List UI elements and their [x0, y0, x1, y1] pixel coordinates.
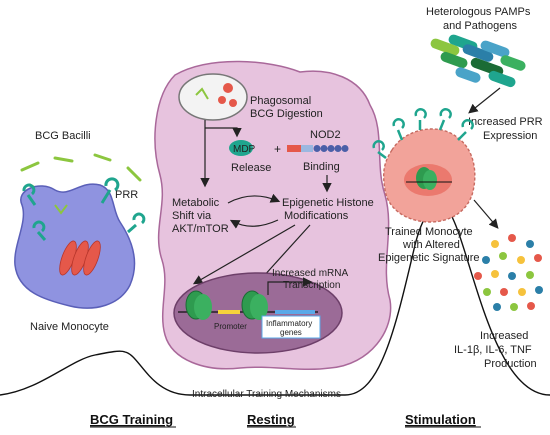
- arrow-transcription: [267, 277, 313, 295]
- prr-expression-label-2: Expression: [483, 130, 537, 142]
- trained-prr-icon: [372, 108, 474, 159]
- plus-sign: +: [274, 142, 281, 156]
- inflammatory-label-1: Inflammatory: [266, 319, 312, 328]
- trained-label-1: Trained Monocyte: [385, 226, 473, 238]
- prr-label: PRR: [115, 189, 138, 201]
- phase-resting-label: Resting: [247, 412, 295, 427]
- trained-label-3: Epigenetic Signature: [378, 252, 480, 264]
- arrow-metabolic-nucleus: [192, 224, 296, 285]
- trained-nucleosome-icon: [406, 167, 452, 190]
- binding-label: Binding: [303, 161, 340, 173]
- cytokine-label-1: Increased: [480, 330, 528, 342]
- arrow-monocyte-cytokines: [473, 199, 499, 229]
- trained-label-2: with Altered: [402, 239, 460, 251]
- phase-training-label: BCG Training: [90, 412, 173, 427]
- phagosomal-label-1: Phagosomal: [250, 95, 311, 107]
- metabolic-label-1: Metabolic: [172, 197, 220, 209]
- metabolic-label-2: Shift via: [172, 210, 212, 222]
- nod2-label: NOD2: [310, 129, 341, 141]
- arrow-pamps-monocyte: [468, 87, 501, 114]
- arrow-phagosome-mdp: [205, 127, 242, 138]
- epigenetic-label-1: Epigenetic Histone: [282, 197, 374, 209]
- nod2-icon: [287, 145, 349, 152]
- inflammatory-genes-box: [261, 315, 321, 339]
- pathogens-icon: [430, 34, 526, 88]
- pamps-label-1: Heterologous PAMPs: [426, 6, 531, 18]
- metabolic-label-3: AKT/mTOR: [172, 223, 229, 235]
- intracellular-label: Intracellular Training Mechanisms: [192, 389, 341, 400]
- cytokine-label-3: Production: [484, 358, 537, 370]
- mrna-label-2: Transcription: [283, 280, 340, 291]
- mdp-label: MDP: [233, 144, 256, 155]
- phagosomal-label-2: BCG Digestion: [250, 108, 323, 120]
- release-label: Release: [231, 162, 271, 174]
- phagosome-icon: [178, 73, 248, 121]
- gene-segment: [275, 310, 315, 314]
- phase-stimulation-label: Stimulation: [405, 412, 476, 427]
- prr-receptor-icon: [22, 177, 146, 241]
- nucleosome-icon: [185, 290, 268, 320]
- phase-wave: [0, 205, 550, 396]
- cytokine-label-2: IL-1β, IL-6, TNF: [454, 344, 532, 356]
- bacillus-inside-icon: [54, 204, 68, 215]
- naive-monocyte-label: Naive Monocyte: [30, 321, 109, 333]
- cytokines-icon: [474, 234, 543, 311]
- chromosome-icon: [59, 240, 101, 276]
- promoter-segment: [218, 310, 240, 314]
- prr-expression-label-1: Increased PRR: [468, 116, 543, 128]
- bcg-bacilli-label: BCG Bacilli: [35, 130, 91, 142]
- mrna-label-1: Increased mRNA: [272, 268, 348, 279]
- arrow-cycle-bottom: [229, 219, 279, 229]
- inflammatory-label-2: genes: [280, 328, 302, 337]
- pamps-label-2: and Pathogens: [443, 20, 518, 32]
- arrow-cycle-top: [227, 193, 281, 204]
- epigenetic-label-2: Modifications: [284, 210, 349, 222]
- promoter-label: Promoter: [214, 322, 247, 331]
- mdp-icon: [229, 140, 253, 156]
